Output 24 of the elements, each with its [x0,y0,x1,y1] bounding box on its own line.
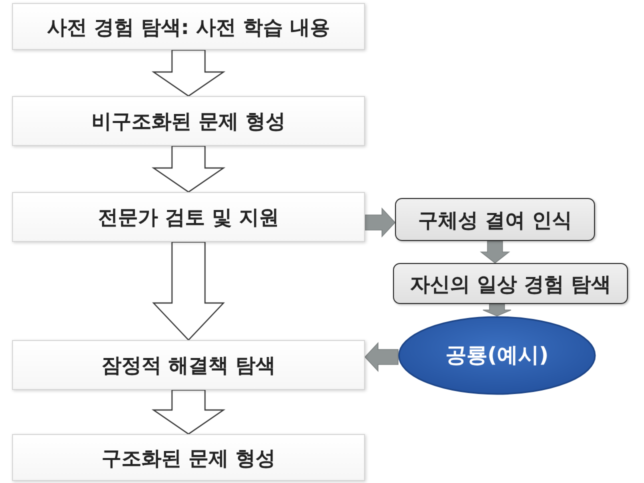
process-box [12,192,365,242]
process-box [12,3,365,50]
step-label: 구체성 결여 인식 [418,208,572,232]
oval-node [398,316,596,395]
step-label: 공룡(예시) [445,342,549,368]
step-label: 잠정적 해결책 탐색 [102,353,276,377]
step-label: 사전 경험 탐색: 사전 학습 내용 [47,14,330,38]
block-arrow [480,240,510,264]
block-arrow [364,207,396,238]
block-arrow [152,389,226,435]
process-box [12,340,365,390]
rounded-box [395,198,595,241]
step-label: 구조화된 문제 형성 [102,446,276,470]
rounded-box [393,263,628,304]
step-label: 전문가 검토 및 지원 [98,205,279,229]
process-box [12,434,365,481]
block-arrow [364,342,398,372]
process-box [12,96,365,146]
block-arrow [482,304,512,316]
block-arrow [152,241,225,341]
block-arrow [152,49,226,97]
block-arrow [152,145,226,193]
step-label: 비구조화된 문제 형성 [92,109,286,133]
step-label: 자신의 일상 경험 탐색 [410,272,611,296]
